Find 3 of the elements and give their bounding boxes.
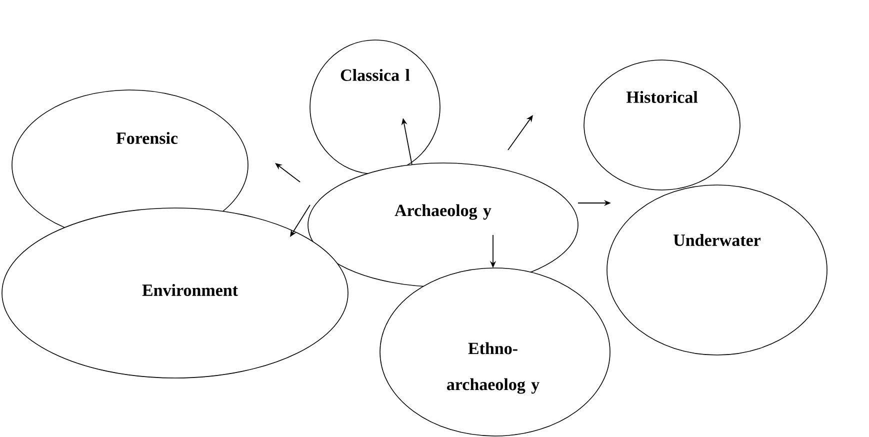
arrow (508, 115, 533, 150)
arrow (275, 163, 300, 182)
node-label: Ethno- archaeolog y (446, 342, 540, 394)
